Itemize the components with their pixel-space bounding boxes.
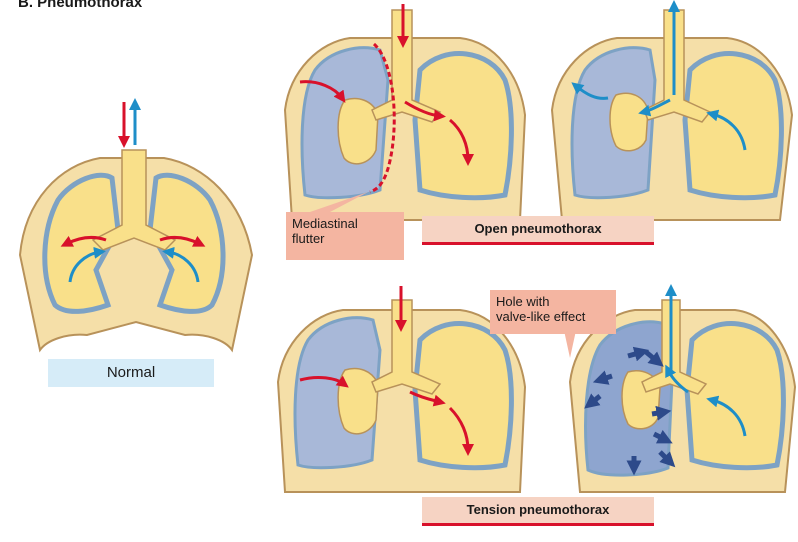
right-lung (415, 324, 511, 468)
label-normal: Normal (48, 359, 214, 387)
collapsed-lung (338, 99, 378, 164)
label-tension-pneumothorax: Tension pneumothorax (422, 497, 654, 526)
collapsed-lung (338, 369, 378, 434)
trapped-air-arrow (652, 412, 664, 414)
panel-open-inspiration (285, 4, 525, 220)
right-lung (415, 54, 511, 198)
label-mediastinal-flutter: Mediastinal flutter (286, 212, 404, 260)
panel-tension-inspiration (278, 286, 525, 492)
label-open-pneumothorax: Open pneumothorax (422, 216, 654, 245)
label-hole-valve-like-effect: Hole with valve-like effect (490, 290, 616, 334)
panel-open-expiration (552, 6, 792, 220)
collapsed-lung (610, 93, 648, 151)
panel-normal (20, 102, 252, 350)
right-lung (687, 324, 783, 468)
